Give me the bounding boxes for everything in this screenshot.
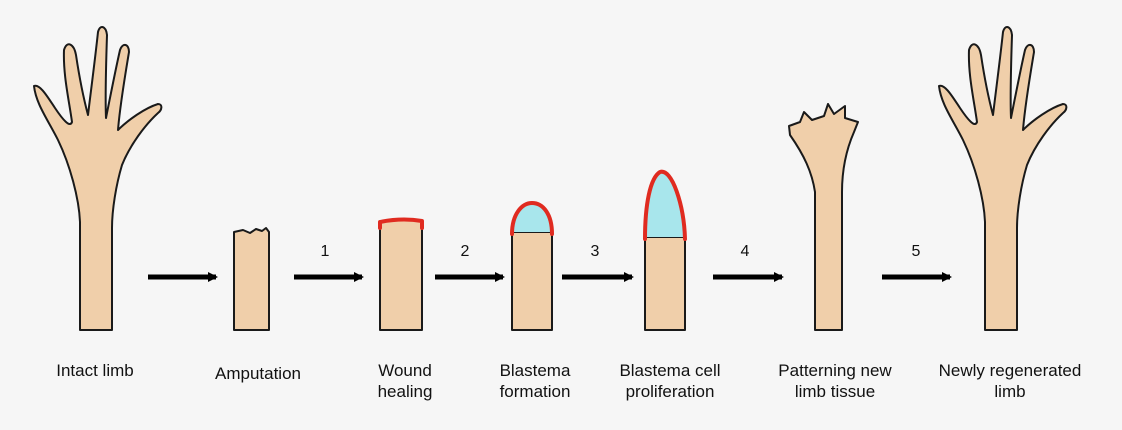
step-number-5: 5 (911, 243, 921, 260)
wound-epidermis-cap (378, 217, 424, 230)
regenerated-limb-shape (938, 26, 1068, 331)
step-number-3: 3 (590, 243, 600, 260)
proliferation-stump-shape (644, 236, 686, 331)
amputation-stump-shape (233, 227, 270, 331)
patterning-limb-shape (788, 103, 859, 331)
step-number-2: 2 (460, 243, 470, 260)
intact-limb-shape (33, 26, 163, 331)
wound-healing-stump-shape (379, 218, 423, 331)
blastema-formation-stump-shape (511, 231, 553, 331)
proliferation-epidermis-cap (643, 169, 687, 241)
blastema-epidermis-cap (510, 201, 554, 236)
stage-label-amputation: Amputation (215, 364, 301, 383)
step-number-4: 4 (740, 243, 750, 260)
stage-label-intact-limb: Intact limb (56, 361, 134, 380)
step-number-1: 1 (320, 243, 330, 260)
blastema-bud (512, 203, 552, 232)
